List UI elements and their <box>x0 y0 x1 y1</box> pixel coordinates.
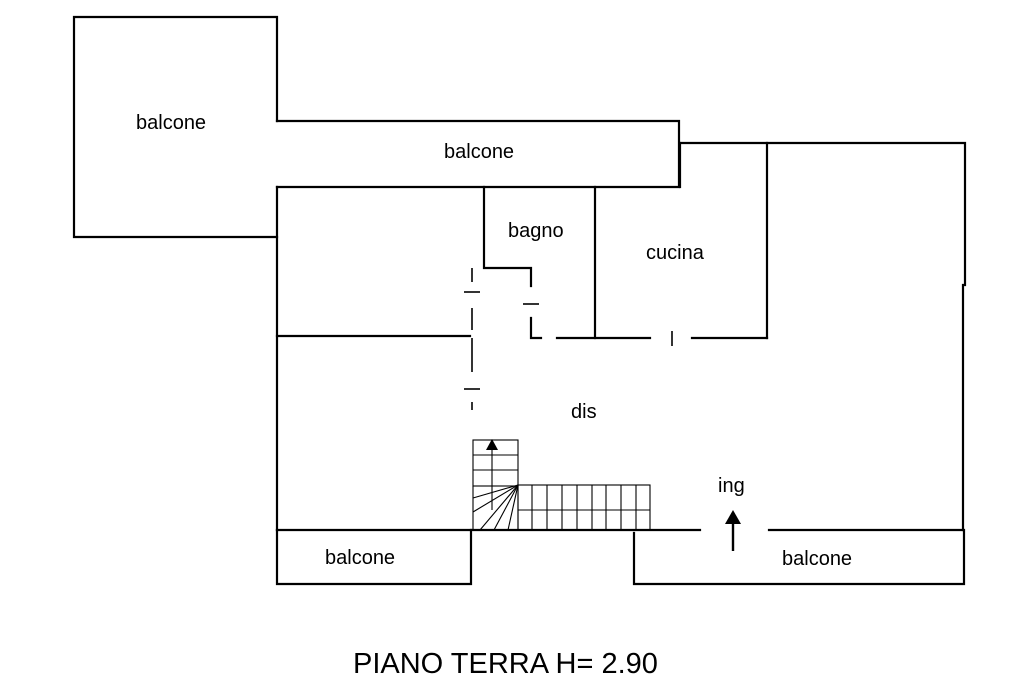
room-label-dis: dis <box>571 401 597 423</box>
bagno-west-wall <box>482 185 533 288</box>
balcone-bottom-right-outline <box>632 528 966 586</box>
room-label-balcone-top-strip: balcone <box>444 141 515 163</box>
bagno-door-jamb <box>529 316 543 340</box>
stair-lower-flight <box>517 484 651 531</box>
building-east-wall <box>678 141 967 532</box>
room-label-balcone-bottom-right: balcone <box>782 548 853 570</box>
balcone-bottom-left-outline <box>275 528 473 586</box>
arrow-up-icon <box>486 439 498 450</box>
room-label-balcone-top-left: balcone <box>136 112 207 134</box>
room-label-balcone-bottom-left: balcone <box>325 547 396 569</box>
room-label-bagno: bagno <box>508 220 564 242</box>
room-label-ing: ing <box>718 475 745 497</box>
plan-title: PIANO TERRA H= 2.90 <box>353 648 658 680</box>
staircase <box>472 439 651 531</box>
stair-upper-flight <box>472 439 519 487</box>
balcone-top-left-outline <box>72 15 279 239</box>
walls <box>72 15 967 586</box>
openings <box>464 268 673 410</box>
room-label-cucina: cucina <box>646 242 704 264</box>
arrow-up-icon <box>725 510 741 524</box>
